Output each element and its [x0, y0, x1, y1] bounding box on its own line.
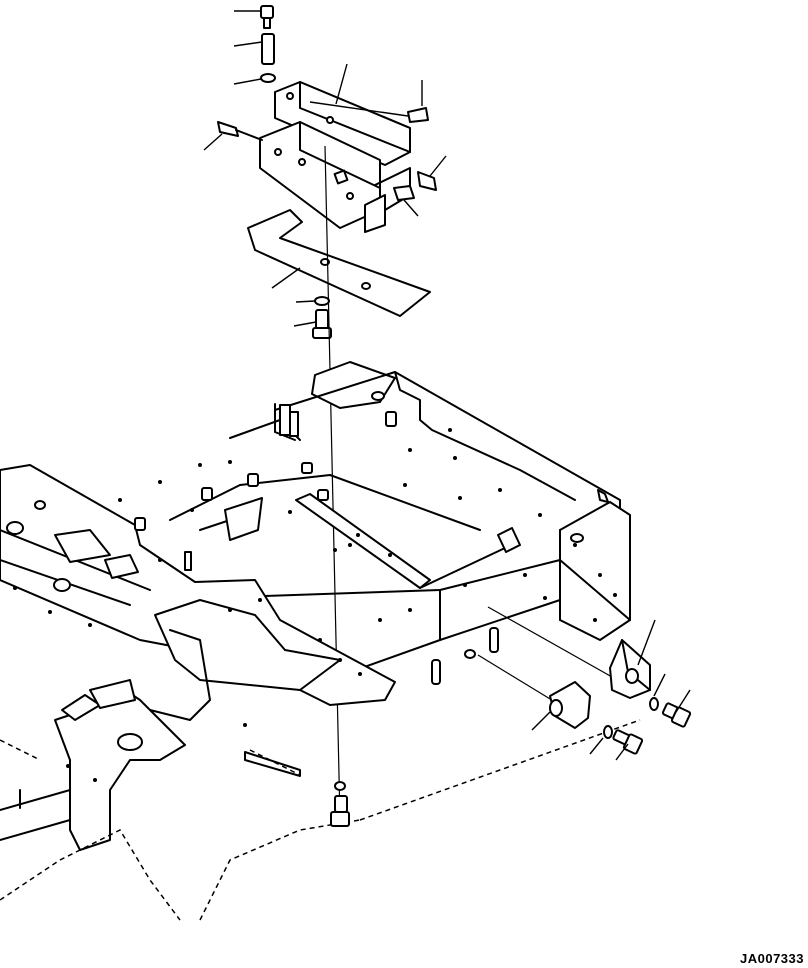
side-mount-plate [609, 619, 656, 699]
side-mount-washer-lower [589, 725, 613, 755]
bottom-mount-bolt [330, 781, 350, 827]
main-frame [0, 361, 641, 921]
assembly-center-line [324, 145, 341, 821]
top-bolt [234, 5, 274, 29]
side-mount-block [531, 681, 591, 731]
top-washer [233, 73, 276, 85]
slot-hole-2 [431, 659, 441, 685]
grease-fitting-top-right [309, 80, 429, 123]
slot-hole-1 [489, 627, 499, 653]
drawing-reference-code: JA007333 [740, 951, 804, 966]
side-mount-bolt-upper [661, 689, 692, 728]
shim-plate [247, 209, 431, 317]
side-mount-bolt-lower [612, 729, 644, 761]
spacer-sleeve [233, 33, 275, 65]
frame-rivets [13, 428, 617, 782]
mount-bracket [259, 63, 411, 233]
center-posts [134, 404, 397, 571]
shim-washer [295, 296, 330, 306]
grease-fitting-lower [393, 185, 419, 217]
side-mount-assembly [477, 606, 692, 761]
grease-fitting-right [417, 155, 447, 191]
side-mount-washer-upper [649, 673, 666, 711]
upper-bracket-assembly [203, 5, 447, 821]
grease-fitting-left [203, 121, 263, 151]
shim-bolt [293, 309, 332, 339]
